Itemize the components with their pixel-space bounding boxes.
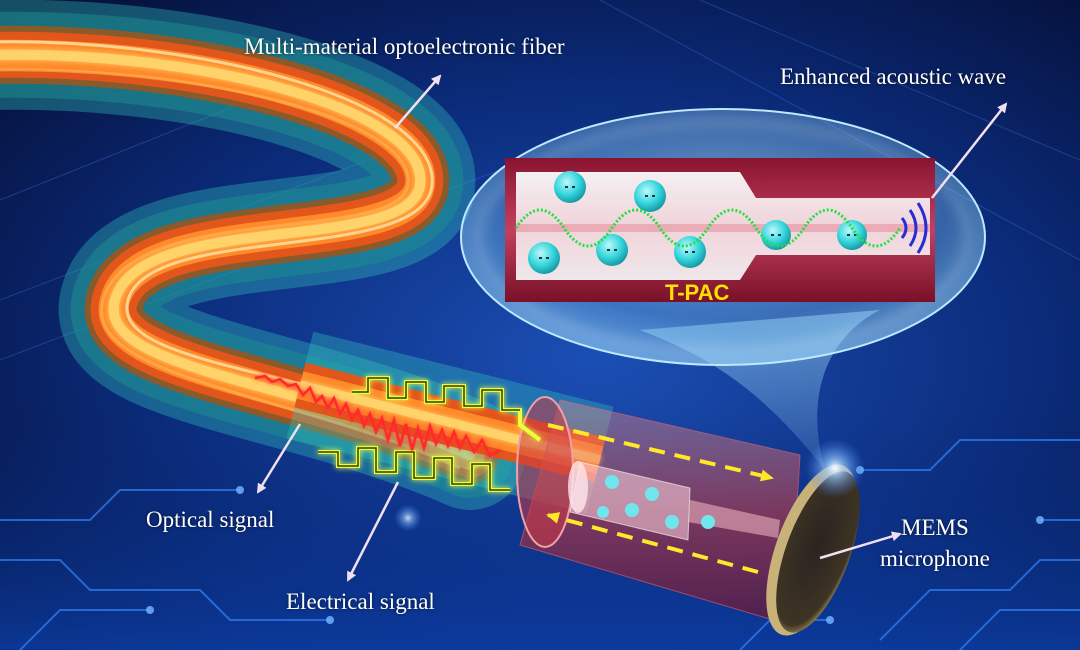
fiber-pointer-arrow <box>394 74 442 129</box>
capillary-particles <box>597 475 715 529</box>
mems-pointer-arrow <box>819 531 902 560</box>
fiber-end-cylinder <box>516 396 801 626</box>
optical-forward-arrow <box>547 423 774 482</box>
electrical-pointer-arrow <box>346 481 400 582</box>
mems-label-line1: MEMS <box>901 515 969 540</box>
acoustic-sine-wave <box>514 208 902 248</box>
mems-label-line2: microphone <box>880 546 990 571</box>
lens-flare-small <box>394 504 422 532</box>
acoustic-pointer-arrow <box>931 102 1008 199</box>
tpac-label: T-PAC <box>665 280 730 305</box>
magnified-view <box>460 108 986 470</box>
optical-signal-wave <box>254 374 501 458</box>
optical-pointer-arrow <box>256 423 302 494</box>
sound-wave-icon <box>900 202 928 254</box>
mems-microphone-disc <box>766 464 860 636</box>
electrical-signal-label: Electrical signal <box>286 589 435 614</box>
optical-return-arrow <box>546 512 759 574</box>
mems-microphone-label: MEMS microphone <box>880 512 990 574</box>
optical-signal-label: Optical signal <box>146 507 275 532</box>
tpac-particles <box>528 171 867 274</box>
electrical-signal-inner <box>318 377 520 491</box>
fiber-label: Multi-material optoelectronic fiber <box>244 34 565 59</box>
annotation-arrows <box>256 74 1008 582</box>
acoustic-wave-label: Enhanced acoustic wave <box>780 64 1007 89</box>
